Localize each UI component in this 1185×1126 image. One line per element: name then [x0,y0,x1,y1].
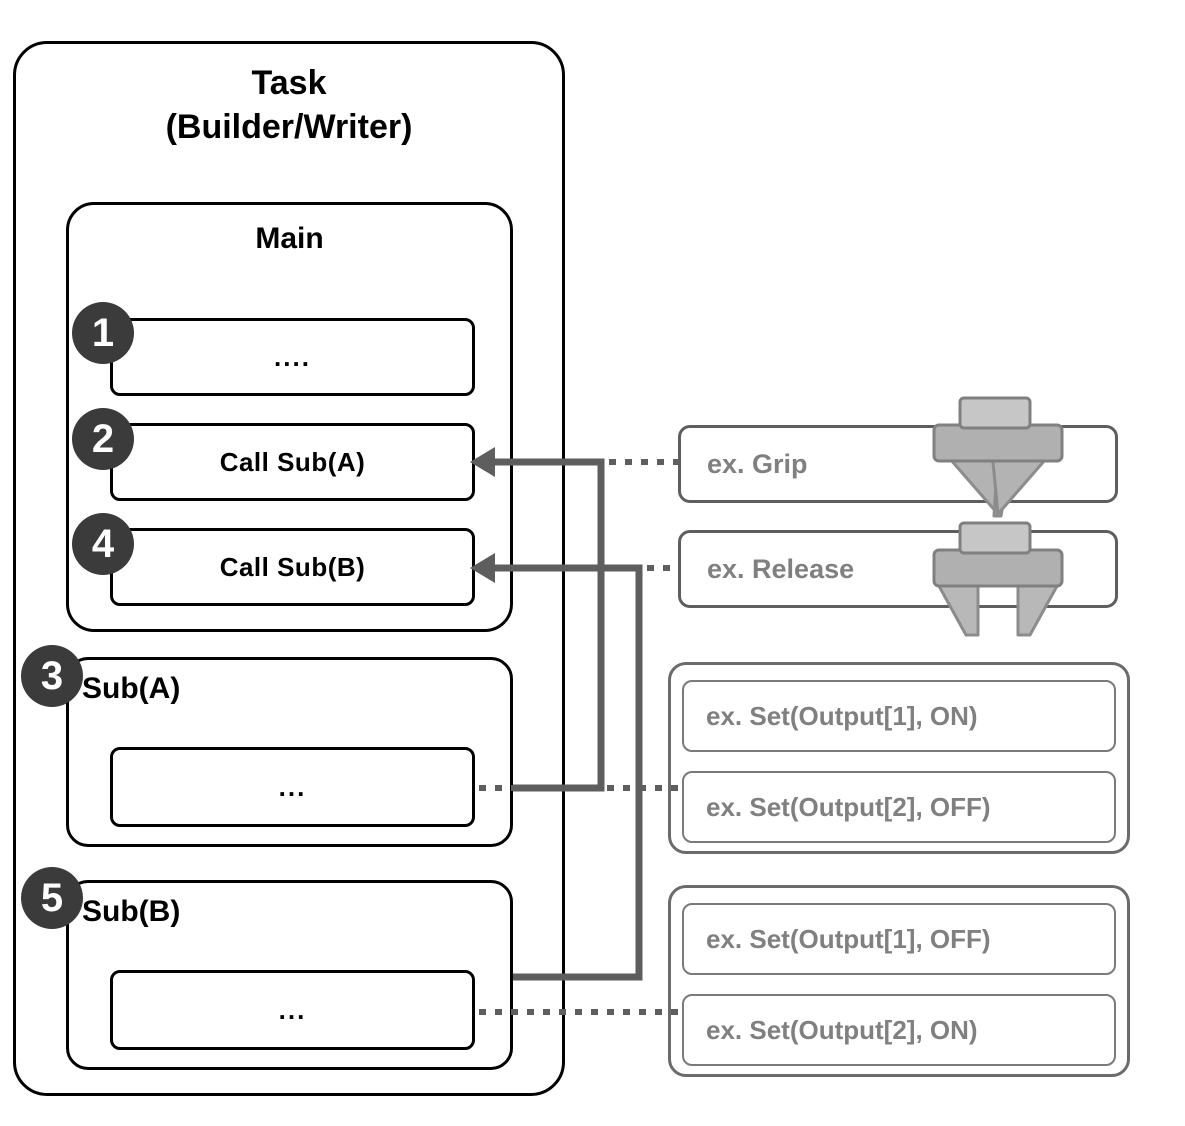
step-badge-4: 4 [72,513,134,575]
example-set-output-1-on-label: ex. Set(Output[1], ON) [706,700,978,731]
sub-b-title: Sub(B) [82,895,181,928]
main-title: Main [255,222,324,255]
main-statement-call-sub-a[interactable]: Call Sub(A) [110,423,475,501]
main-statement-call-sub-b[interactable]: Call Sub(B) [110,528,475,606]
example-set-output-2-off[interactable]: ex. Set(Output[2], OFF) [682,771,1116,843]
step-badge-2: 2 [72,408,134,470]
main-statement-2-label: Call Sub(A) [219,446,366,477]
example-set-output-1-on[interactable]: ex. Set(Output[1], ON) [682,680,1116,752]
step-badge-3: 3 [21,645,83,707]
step-badge-1: 1 [72,302,134,364]
sub-a-title: Sub(A) [82,672,181,705]
example-release-box[interactable]: ex. Release [678,530,1118,608]
example-set-output-2-on[interactable]: ex. Set(Output[2], ON) [682,994,1116,1066]
main-statement-1-label: .... [274,341,311,372]
sub-a-body[interactable]: ... [110,747,475,827]
example-release-label: ex. Release [707,553,855,584]
main-statement-3-label: Call Sub(B) [219,551,366,582]
example-set-output-1-off[interactable]: ex. Set(Output[1], OFF) [682,903,1116,975]
example-grip-box[interactable]: ex. Grip [678,425,1118,503]
example-set-output-2-on-label: ex. Set(Output[2], ON) [706,1014,978,1045]
sub-a-body-label: ... [278,771,307,802]
example-grip-label: ex. Grip [707,448,808,479]
main-statement-1[interactable]: .... [110,318,475,396]
sub-b-body-label: ... [278,994,307,1025]
step-badge-5: 5 [21,867,83,929]
task-title: Task (Builder/Writer) [165,64,413,146]
example-set-output-1-off-label: ex. Set(Output[1], OFF) [706,923,991,954]
example-set-output-2-off-label: ex. Set(Output[2], OFF) [706,791,991,822]
sub-b-body[interactable]: ... [110,970,475,1050]
